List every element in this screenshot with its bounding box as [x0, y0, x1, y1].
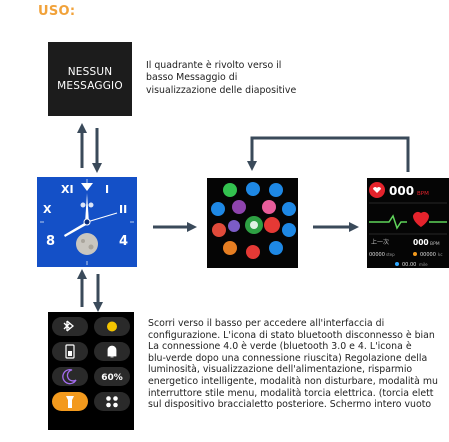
- camera-app-icon: [262, 200, 276, 214]
- phone-app-icon: [223, 183, 237, 197]
- menu-style-icon: [106, 396, 118, 408]
- numeral-ii: II: [119, 203, 127, 216]
- app-menu-screen: [207, 178, 298, 268]
- contacts-app-icon: [246, 182, 260, 196]
- location-icon: [395, 262, 399, 266]
- description-line: luminosità, visualizzazione dell'aliment…: [148, 364, 413, 376]
- previous-label: 上一次: [371, 238, 389, 246]
- settings-app-icon: [282, 202, 296, 216]
- bluetooth-tile[interactable]: [52, 317, 88, 336]
- svg-text:BPM: BPM: [430, 241, 440, 247]
- numeral-8: 8: [46, 234, 55, 249]
- battery-percent-tile: [94, 367, 130, 386]
- description-line: blu-verde dopo una connessione riuscita)…: [148, 352, 428, 364]
- ecg-line-icon: [369, 214, 407, 230]
- bell-icon: [107, 345, 117, 358]
- description-line: Scorri verso il basso per accedere all'i…: [148, 318, 385, 329]
- more-app-icon: [269, 241, 283, 255]
- section-heading: USO:: [38, 4, 76, 19]
- numeral-xi: XI: [61, 183, 74, 196]
- heart-rate-screen: 000 BPM 上一次 000 BPM 00000 step 00000 kc …: [367, 178, 449, 268]
- description-line: La connessione 4.0 è verde (bluetooth 3.…: [148, 341, 412, 353]
- heart-rate-unit: BPM: [417, 191, 429, 197]
- calories-value: 00000: [420, 252, 436, 258]
- heart-rate-value: 000: [389, 184, 414, 198]
- distance-unit: mile: [419, 262, 428, 267]
- brightness-icon: [107, 321, 117, 332]
- stopwatch-app-icon: [246, 245, 260, 259]
- steps-unit: step: [386, 252, 395, 257]
- twelve-marker-icon: [81, 183, 93, 191]
- water-app-icon: [269, 183, 283, 197]
- numeral-4: 4: [119, 234, 128, 249]
- battery-percent: 60%: [101, 373, 123, 383]
- weather-app-icon: [211, 202, 225, 216]
- no-message-line1: NESSUN: [67, 66, 113, 78]
- calories-unit: kc: [438, 252, 443, 257]
- flashlight-icon: [66, 396, 74, 408]
- menu-style-tile[interactable]: [94, 392, 130, 411]
- control-center-screen: 60%: [48, 312, 134, 430]
- battery-icon: [65, 344, 75, 359]
- message-app-icon: [282, 223, 296, 237]
- no-message-screen: NESSUN MESSAGGIO: [48, 42, 132, 116]
- numeral-i: I: [105, 183, 109, 196]
- analog-watch-face: XI I X II 8 4: [37, 177, 137, 267]
- heart-app-icon: [264, 217, 280, 233]
- distance-value: 00.00: [402, 262, 416, 268]
- description-line: sul dispositivo braccialetto posteriore.…: [148, 399, 432, 411]
- return-loop-arrow: [247, 136, 410, 172]
- moon-phase-icon: [76, 233, 98, 255]
- flame-icon: [413, 252, 417, 256]
- face-down-description: Il quadrante è rivolto verso il basso Me…: [146, 60, 297, 96]
- activity-app-icon: [223, 241, 237, 255]
- music-app-icon: [212, 223, 226, 237]
- steps-value: 00000: [369, 252, 385, 258]
- description-line: interruttore stile menu, modalità torcia…: [148, 387, 434, 399]
- minute-hand-icon: [85, 193, 89, 223]
- heart-icon: [413, 211, 429, 227]
- previous-value: 000: [413, 238, 429, 247]
- do-not-disturb-tile[interactable]: [52, 367, 88, 386]
- numeral-x: X: [43, 203, 52, 216]
- moon-icon: [62, 369, 77, 385]
- description-line: energetico intelligente, modalità non di…: [148, 375, 438, 387]
- no-message-line2: MESSAGGIO: [57, 80, 123, 92]
- settings-description: Scorri verso il basso per accedere all'i…: [148, 318, 449, 411]
- moon-app-icon: [228, 220, 240, 232]
- bluetooth-icon: [63, 320, 75, 332]
- sleep-app-icon: [232, 200, 246, 214]
- description-line: configurazione. L'icona di stato bluetoo…: [148, 329, 435, 341]
- hour-hand-icon: [64, 222, 88, 237]
